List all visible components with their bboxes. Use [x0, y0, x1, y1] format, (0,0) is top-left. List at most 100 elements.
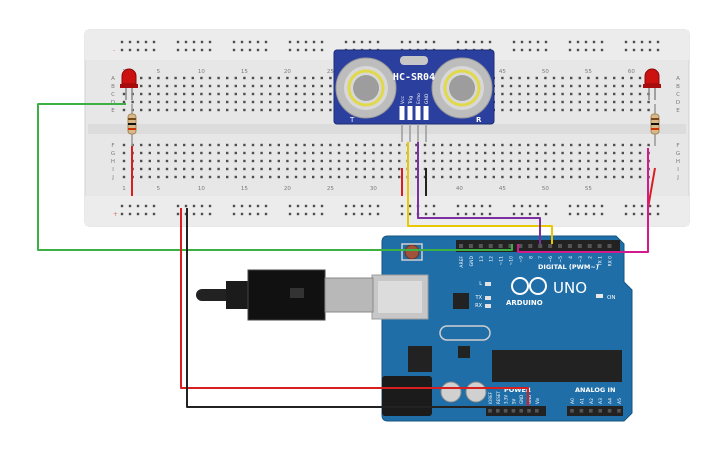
breadboard-hole[interactable] [234, 84, 237, 88]
rail-hole[interactable] [232, 212, 236, 216]
breadboard-hole[interactable] [630, 143, 633, 147]
breadboard-hole[interactable] [200, 151, 203, 155]
breadboard-hole[interactable] [432, 159, 435, 163]
breadboard-hole[interactable] [441, 143, 444, 147]
digital-pin-hole[interactable] [558, 244, 562, 248]
breadboard-hole[interactable] [157, 76, 160, 80]
digital-pin-hole[interactable] [528, 244, 533, 248]
breadboard-hole[interactable] [570, 175, 573, 179]
rail-hole[interactable] [648, 212, 652, 216]
breadboard-hole[interactable] [355, 143, 358, 147]
sensor-pin[interactable] [423, 106, 429, 120]
power-pin-hole[interactable] [503, 409, 508, 413]
breadboard-hole[interactable] [312, 100, 315, 104]
breadboard-hole[interactable] [604, 143, 607, 147]
breadboard-hole[interactable] [552, 100, 556, 104]
breadboard-hole[interactable] [183, 151, 186, 155]
rail-hole[interactable] [320, 48, 324, 52]
power-pin-hole[interactable] [488, 409, 492, 413]
breadboard-hole[interactable] [630, 76, 633, 80]
rail-hole[interactable] [640, 48, 644, 52]
breadboard-hole[interactable] [303, 167, 306, 171]
rail-hole[interactable] [368, 204, 372, 208]
breadboard-hole[interactable] [432, 175, 435, 179]
breadboard-hole[interactable] [148, 84, 151, 88]
rail-hole[interactable] [144, 212, 148, 216]
rail-hole[interactable] [128, 212, 132, 216]
breadboard-hole[interactable] [329, 167, 332, 171]
breadboard-hole[interactable] [647, 143, 650, 147]
breadboard-hole[interactable] [148, 108, 151, 112]
breadboard-hole[interactable] [148, 92, 151, 96]
breadboard-hole[interactable] [595, 108, 599, 112]
breadboard-hole[interactable] [380, 143, 384, 147]
rail-hole[interactable] [144, 204, 148, 208]
rail-hole[interactable] [136, 212, 140, 216]
breadboard-hole[interactable] [269, 76, 272, 80]
rail-hole[interactable] [360, 40, 364, 44]
breadboard-hole[interactable] [277, 84, 280, 88]
breadboard-hole[interactable] [578, 100, 581, 104]
breadboard-hole[interactable] [165, 159, 169, 163]
rail-hole[interactable] [152, 212, 156, 216]
right-resistor[interactable] [650, 104, 660, 146]
breadboard-hole[interactable] [234, 159, 237, 163]
rail-hole[interactable] [304, 212, 308, 216]
breadboard-hole[interactable] [604, 159, 607, 163]
breadboard-hole[interactable] [148, 76, 151, 80]
breadboard-hole[interactable] [157, 167, 160, 171]
breadboard-hole[interactable] [277, 143, 280, 147]
rail-hole[interactable] [144, 40, 148, 44]
rail-hole[interactable] [120, 40, 124, 44]
rail-hole[interactable] [256, 212, 260, 216]
breadboard-hole[interactable] [587, 151, 590, 155]
breadboard-hole[interactable] [200, 92, 203, 96]
power-header[interactable] [486, 406, 546, 416]
breadboard-hole[interactable] [337, 151, 341, 155]
breadboard-hole[interactable] [320, 76, 323, 80]
breadboard-hole[interactable] [363, 143, 366, 147]
breadboard-hole[interactable] [303, 159, 306, 163]
rail-hole[interactable] [376, 212, 380, 216]
digital-pin-hole[interactable] [577, 244, 582, 248]
breadboard-hole[interactable] [578, 92, 581, 96]
analog-pin-hole[interactable] [607, 409, 612, 413]
breadboard-hole[interactable] [501, 92, 504, 96]
breadboard-hole[interactable] [518, 100, 521, 104]
rail-hole[interactable] [584, 48, 588, 52]
breadboard-hole[interactable] [527, 151, 530, 155]
breadboard-hole[interactable] [587, 92, 590, 96]
rail-hole[interactable] [592, 48, 596, 52]
breadboard-hole[interactable] [355, 175, 358, 179]
breadboard-hole[interactable] [527, 100, 530, 104]
breadboard-hole[interactable] [484, 159, 487, 163]
digital-pin-hole[interactable] [607, 244, 612, 248]
breadboard-hole[interactable] [372, 167, 375, 171]
breadboard-hole[interactable] [552, 175, 556, 179]
breadboard-hole[interactable] [570, 167, 573, 171]
breadboard-hole[interactable] [638, 108, 642, 112]
breadboard-hole[interactable] [243, 175, 246, 179]
breadboard-hole[interactable] [501, 108, 504, 112]
rail-hole[interactable] [456, 40, 460, 44]
rail-hole[interactable] [592, 40, 596, 44]
breadboard-hole[interactable] [174, 76, 177, 80]
breadboard-hole[interactable] [277, 92, 280, 96]
rail-hole[interactable] [416, 40, 420, 44]
breadboard-hole[interactable] [389, 167, 392, 171]
rail-hole[interactable] [624, 204, 628, 208]
rail-hole[interactable] [296, 40, 300, 44]
rail-hole[interactable] [600, 212, 604, 216]
breadboard-hole[interactable] [527, 76, 530, 80]
breadboard-hole[interactable] [200, 76, 203, 80]
rail-hole[interactable] [512, 48, 516, 52]
breadboard-hole[interactable] [398, 167, 401, 171]
rail-hole[interactable] [312, 204, 316, 208]
digital-pin-hole[interactable] [508, 244, 513, 248]
breadboard-hole[interactable] [217, 175, 220, 179]
breadboard-hole[interactable] [346, 167, 349, 171]
rail-hole[interactable] [472, 212, 476, 216]
breadboard-hole[interactable] [509, 143, 513, 147]
digital-pin-hole[interactable] [468, 244, 473, 248]
breadboard-hole[interactable] [122, 92, 126, 96]
